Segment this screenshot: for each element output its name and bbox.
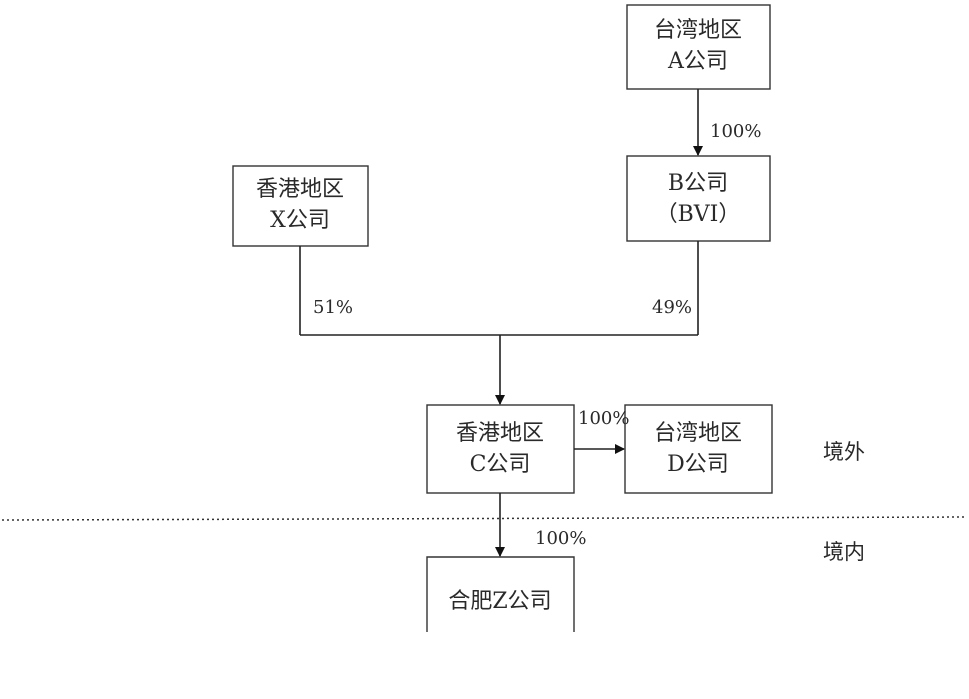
edge-c-to-d-label: 100%: [578, 408, 629, 429]
node-hefei-z-company: 合肥Z公司: [426, 556, 575, 632]
node-x-line2: X公司: [270, 208, 330, 233]
node-x-line1: 香港地区: [256, 177, 344, 202]
border-dotted-line: [1, 516, 968, 521]
node-c-line2: C公司: [470, 452, 531, 477]
node-a-line1: 台湾地区: [654, 18, 742, 43]
node-b-company-bvi: B公司 （BVI）: [626, 155, 771, 242]
node-hongkong-x-company: 香港地区 X公司: [232, 165, 369, 247]
zone-label-outside: 境外: [823, 440, 865, 464]
edge-a-to-b-label: 100%: [710, 121, 761, 142]
node-b-line1: B公司: [668, 171, 728, 196]
node-d-line2: D公司: [667, 452, 729, 477]
zone-label-inside: 境内: [823, 540, 865, 564]
node-z-line1: 合肥Z公司: [448, 589, 551, 614]
edge-c-to-z: 100%: [495, 493, 586, 557]
node-b-line2: （BVI）: [656, 202, 741, 227]
node-d-line1: 台湾地区: [654, 421, 742, 446]
edge-x-to-c-label: 51%: [313, 297, 353, 318]
node-hongkong-c-company: 香港地区 C公司: [426, 404, 575, 494]
edge-a-to-b: 100%: [693, 89, 761, 156]
edge-c-to-d: 100%: [574, 408, 629, 454]
edge-c-to-z-label: 100%: [535, 528, 586, 549]
node-c-line1: 香港地区: [456, 421, 544, 446]
edge-b-to-c-label: 49%: [652, 297, 692, 318]
edge-x-b-to-c: 51% 49%: [299, 241, 699, 405]
node-a-line2: A公司: [667, 49, 728, 74]
node-taiwan-d-company: 台湾地区 D公司: [624, 404, 773, 494]
node-taiwan-a-company: 台湾地区 A公司: [626, 4, 771, 90]
